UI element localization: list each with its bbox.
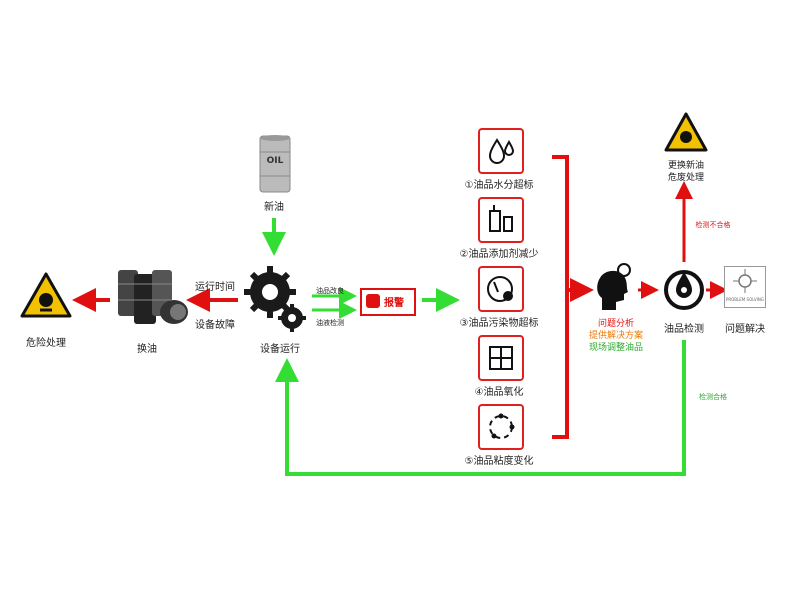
additive-icon — [489, 205, 513, 232]
issue-label-4: ④油品氧化 — [474, 387, 524, 398]
oil-inspection-label: 油品检测 — [664, 324, 704, 335]
problem-solving-icon: PROBLEM SOLVING — [724, 266, 766, 308]
provide-solution-label: 提供解决方案 — [588, 331, 643, 341]
equipment-run-label: 设备运行 — [260, 344, 300, 355]
alarm-box: 报警 — [360, 288, 416, 316]
onsite-adjust-label: 现场调整油品 — [588, 343, 643, 353]
alarm-icon — [366, 294, 380, 308]
detect-pass-label: 检测合格 — [699, 393, 727, 401]
issue-box-1 — [478, 128, 524, 174]
problem-analysis-label: 问题分析 — [597, 319, 634, 329]
waste-handle-label: 危废处理 — [667, 173, 704, 183]
run-time-label: 运行时间 — [195, 282, 235, 293]
issue-label-3: ③油品污染物超标 — [459, 318, 539, 329]
gears-icon — [244, 262, 310, 342]
oil-barrel-icon: OIL — [258, 134, 292, 198]
issue-box-5 — [478, 404, 524, 450]
viscosity-icon — [489, 413, 515, 439]
issue-label-2: ②油品添加剂减少 — [459, 249, 539, 260]
oil-change-label: 换油 — [137, 344, 157, 355]
pass-loop-arrow — [275, 340, 686, 476]
oil-detect-label: 油液检测 — [316, 319, 344, 327]
issue-box-3 — [478, 266, 524, 312]
replace-new-oil-label: 更换新油 — [667, 161, 704, 171]
new-oil-label: 新油 — [264, 202, 284, 213]
head-idea-icon — [594, 262, 634, 316]
problem-solved-label: 问题解决 — [725, 324, 765, 335]
issue-label-5: ⑤油品粘度变化 — [464, 456, 534, 467]
detect-fail-label: 检测不合格 — [695, 221, 731, 229]
issue-box-2 — [478, 197, 524, 243]
waste-warning-icon — [664, 112, 708, 156]
danger-warning-icon — [20, 272, 72, 322]
oxidation-icon — [489, 346, 513, 370]
water-drops-icon — [488, 138, 515, 164]
equipment-fault-label: 设备故障 — [195, 320, 235, 331]
danger-handle-label: 危险处理 — [26, 338, 66, 349]
pollutant-icon — [487, 276, 513, 302]
issue-label-1: ①油品水分超标 — [464, 180, 534, 191]
problem-solving-caption: PROBLEM SOLVING — [725, 297, 765, 302]
issues-bracket — [552, 155, 569, 439]
oil-barrels-icon — [112, 266, 192, 336]
oil-improve-label: 油品改良 — [316, 287, 344, 295]
oil-barrel-text: OIL — [266, 156, 284, 166]
alarm-label: 报警 — [384, 298, 404, 309]
oil-inspection-icon — [660, 264, 708, 316]
issue-box-4 — [478, 335, 524, 381]
